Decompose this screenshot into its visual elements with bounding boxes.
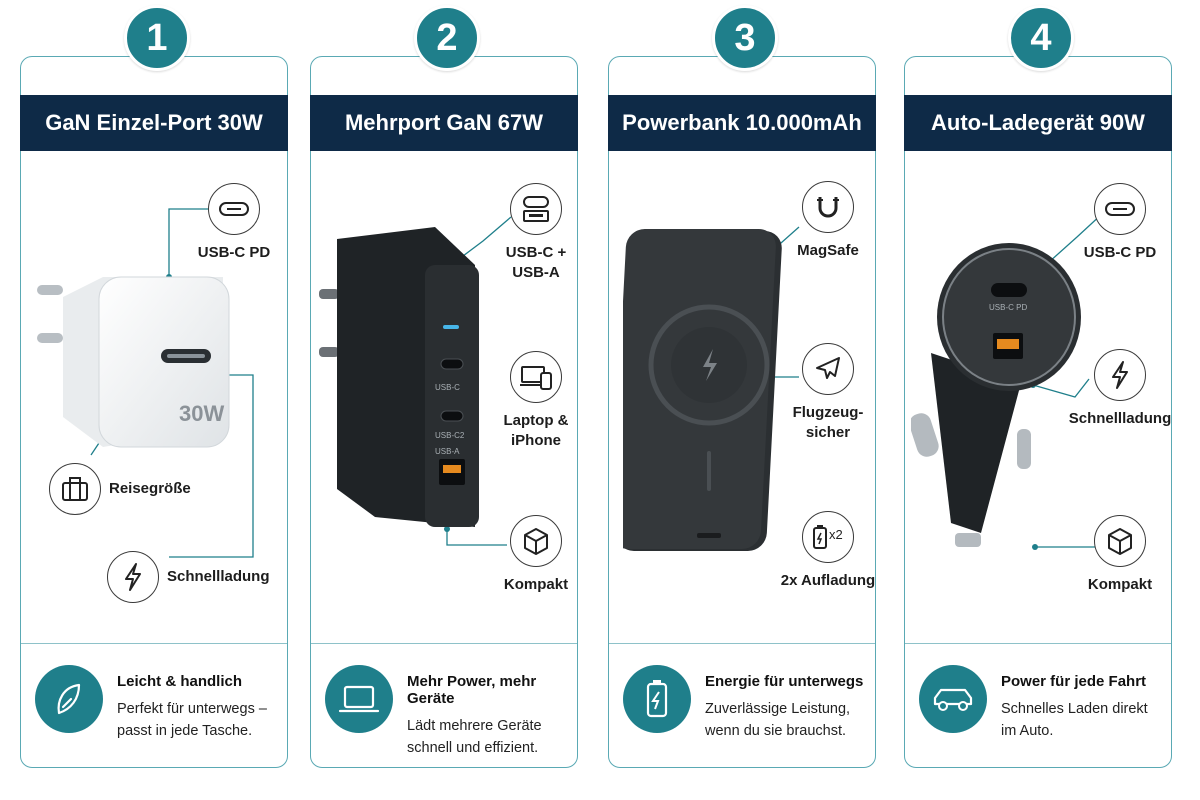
feature-label: Kompakt — [503, 576, 569, 593]
card-multiport-gan: 2 Mehrport GaN 67W USB-C USB-C2 USB-A US… — [310, 5, 578, 768]
laptop-icon — [325, 665, 393, 733]
airplane-icon — [802, 343, 854, 395]
powerbank-image — [623, 229, 782, 551]
feature-label: USB-C PD — [1083, 244, 1157, 261]
footer-description-line: wenn du sie brauchst. — [705, 723, 847, 739]
card-powerbank: 3 Powerbank 10.000mAh MagSafe Flugzeug- … — [608, 5, 876, 768]
feature-label-line: USB-A — [512, 264, 560, 281]
charger-67w-image — [319, 227, 479, 527]
feature-label-line: USB-C + — [505, 244, 567, 261]
suitcase-icon — [49, 463, 101, 515]
port-marking-usb-c: USB-C — [435, 383, 460, 392]
feature-compact: Kompakt — [1065, 515, 1175, 595]
card-title: Mehrport GaN 67W — [310, 95, 578, 151]
feature-laptop-iphone: Laptop & iPhone — [481, 351, 591, 451]
car-charger-port-marking: USB-C PD — [989, 303, 1028, 312]
footer-description-line: im Auto. — [1001, 723, 1054, 739]
feature-usb-c-usb-a: USB-C + USB-A — [481, 183, 591, 283]
footer-description-line: Schnelles Laden direkt — [1001, 701, 1148, 717]
feature-label: Flugzeug- sicher — [793, 403, 864, 443]
feature-usb-c-pd: USB-C PD — [1065, 183, 1175, 263]
charger-30w-image — [37, 276, 230, 448]
divider — [609, 643, 875, 644]
cube-icon — [510, 515, 562, 567]
feature-label: Reisegröße — [109, 480, 191, 497]
step-number-badge: 3 — [712, 5, 778, 71]
feature-label: Schnellladung — [167, 568, 270, 585]
feature-label-line: Flugzeug- — [792, 404, 864, 421]
footer-text: Power für jede Fahrt Schnelles Laden dir… — [1001, 673, 1169, 742]
step-number-badge: 4 — [1008, 5, 1074, 71]
laptop-phone-icon — [510, 351, 562, 403]
battery-icon: x2 — [802, 511, 854, 563]
feature-label: USB-C PD — [197, 244, 271, 261]
divider — [905, 643, 1171, 644]
feature-compact: Kompakt — [481, 515, 591, 595]
footer-title: Mehr Power, mehr Geräte — [407, 673, 537, 707]
lightning-icon — [107, 551, 159, 603]
port-marking-usb-c2: USB-C2 — [435, 431, 465, 440]
battery-charging-icon — [623, 665, 691, 733]
feature-label: Kompakt — [1087, 576, 1153, 593]
feature-label-line: iPhone — [510, 432, 561, 449]
footer-description-line: Perfekt für unterwegs – — [117, 701, 267, 717]
usb-c-port-icon — [208, 183, 260, 235]
footer-description-line: Zuverlässige Leistung, — [705, 701, 851, 717]
feature-magsafe: MagSafe — [773, 181, 883, 261]
divider — [21, 643, 287, 644]
charger-wattage-marking: 30W — [179, 401, 225, 426]
footer-description-line: Lädt mehrere Geräte — [407, 718, 542, 734]
footer-title: Leicht & handlich — [117, 673, 243, 690]
card-gan-single-port: 1 GaN Einzel-Port 30W 30W USB-C PD — [20, 5, 289, 768]
footer-title: Power für jede Fahrt — [1001, 673, 1147, 690]
feature-fast-charging: Schnellladung — [107, 551, 270, 603]
feature-fast-charging: Schnellladung — [1065, 349, 1175, 429]
usb-c-port-icon — [1094, 183, 1146, 235]
footer-description-line: passt in jede Tasche. — [117, 723, 253, 739]
car-charger-image — [911, 243, 1081, 547]
cube-icon — [1094, 515, 1146, 567]
feature-double-charge: x2 2x Aufladung — [773, 511, 883, 591]
divider — [311, 643, 577, 644]
feature-flight-safe: Flugzeug- sicher — [773, 343, 883, 443]
feature-travel-size: Reisegröße — [49, 463, 191, 515]
feature-label: Laptop & iPhone — [504, 411, 569, 451]
card-title: Powerbank 10.000mAh — [608, 95, 876, 151]
feature-label: Schnellladung — [1068, 410, 1172, 427]
feature-label: 2x Aufladung — [780, 572, 876, 589]
feature-label-line: Laptop & — [503, 412, 569, 429]
card-car-charger: 4 Auto-Ladegerät 90W USB-C PD USB-C PD S… — [904, 5, 1175, 768]
footer-text: Energie für unterwegs Zuverlässige Leist… — [705, 673, 873, 742]
feature-label-line: sicher — [805, 424, 851, 441]
lightning-icon — [1094, 349, 1146, 401]
magnet-icon — [802, 181, 854, 233]
battery-icon-text: x2 — [829, 527, 843, 542]
usb-ports-icon — [510, 183, 562, 235]
feature-label: USB-C + USB-A — [506, 243, 566, 283]
car-icon — [919, 665, 987, 733]
footer-description-line: schnell und effizient. — [407, 740, 539, 756]
feature-usb-c-pd: USB-C PD — [179, 183, 289, 263]
card-title: GaN Einzel-Port 30W — [20, 95, 288, 151]
footer-title: Energie für unterwegs — [705, 673, 864, 690]
footer-text: Leicht & handlich Perfekt für unterwegs … — [117, 673, 285, 742]
feather-icon — [35, 665, 103, 733]
footer-text: Mehr Power, mehr Geräte Lädt mehrere Ger… — [407, 673, 575, 759]
port-marking-usb-a: USB-A — [435, 447, 460, 456]
step-number-badge: 1 — [124, 5, 190, 71]
feature-label: MagSafe — [797, 242, 859, 259]
step-number-badge: 2 — [414, 5, 480, 71]
card-title: Auto-Ladegerät 90W — [904, 95, 1172, 151]
